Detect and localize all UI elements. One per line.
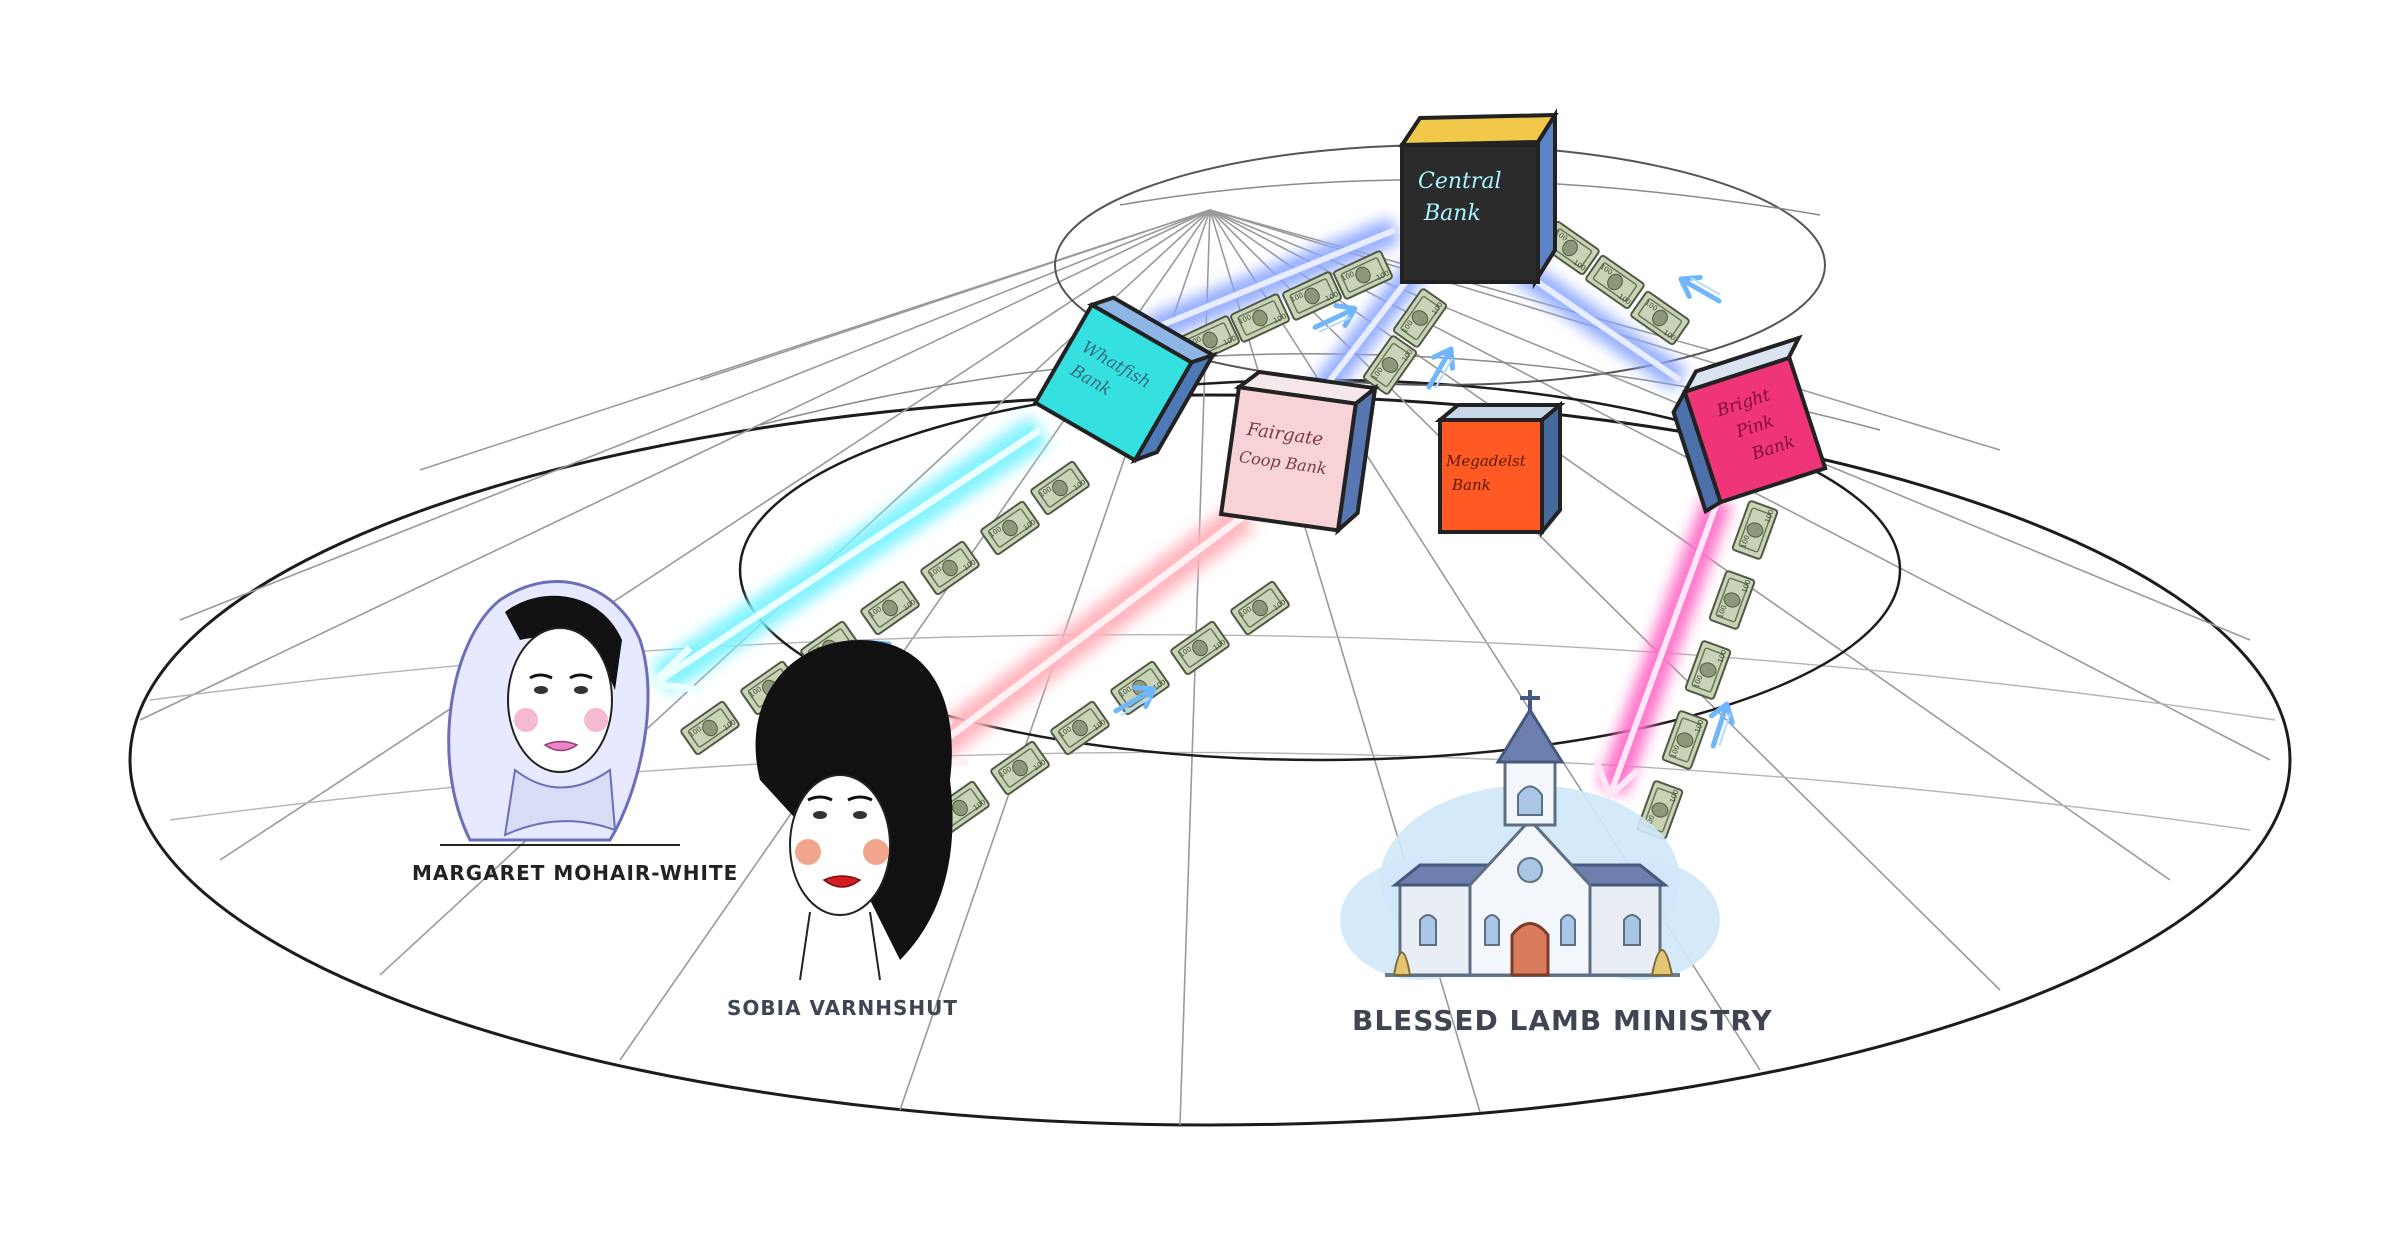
sobia-portrait bbox=[755, 640, 953, 981]
margaret-name-label: MARGARET MOHAIR-WHITE bbox=[412, 861, 738, 885]
sobia-name-label: SOBIA VARNHSHUT bbox=[727, 996, 958, 1020]
megadelst-bank: Megadelst Bank bbox=[1434, 400, 1566, 538]
church-illustration bbox=[1340, 690, 1720, 980]
central-bank-label-line2: Bank bbox=[1423, 201, 1481, 226]
fairgate-coop-bank: Fairgate Coop Bank bbox=[1218, 369, 1380, 536]
whatfish-bank: Whatfish Bank bbox=[1032, 295, 1218, 465]
megadelst-bank-label-line2: Bank bbox=[1451, 476, 1491, 494]
megadelst-bank-label-line1: Megadelst bbox=[1445, 452, 1527, 470]
central-bank: Central Bank bbox=[1398, 108, 1559, 290]
margaret-portrait bbox=[440, 580, 680, 846]
arrow-icon bbox=[1675, 269, 1724, 310]
bright-pink-bank: Bright Pink Bank bbox=[1671, 334, 1828, 515]
central-bank-label-line1: Central bbox=[1418, 169, 1502, 194]
church-name-label: BLESSED LAMB MINISTRY bbox=[1352, 1004, 1773, 1037]
